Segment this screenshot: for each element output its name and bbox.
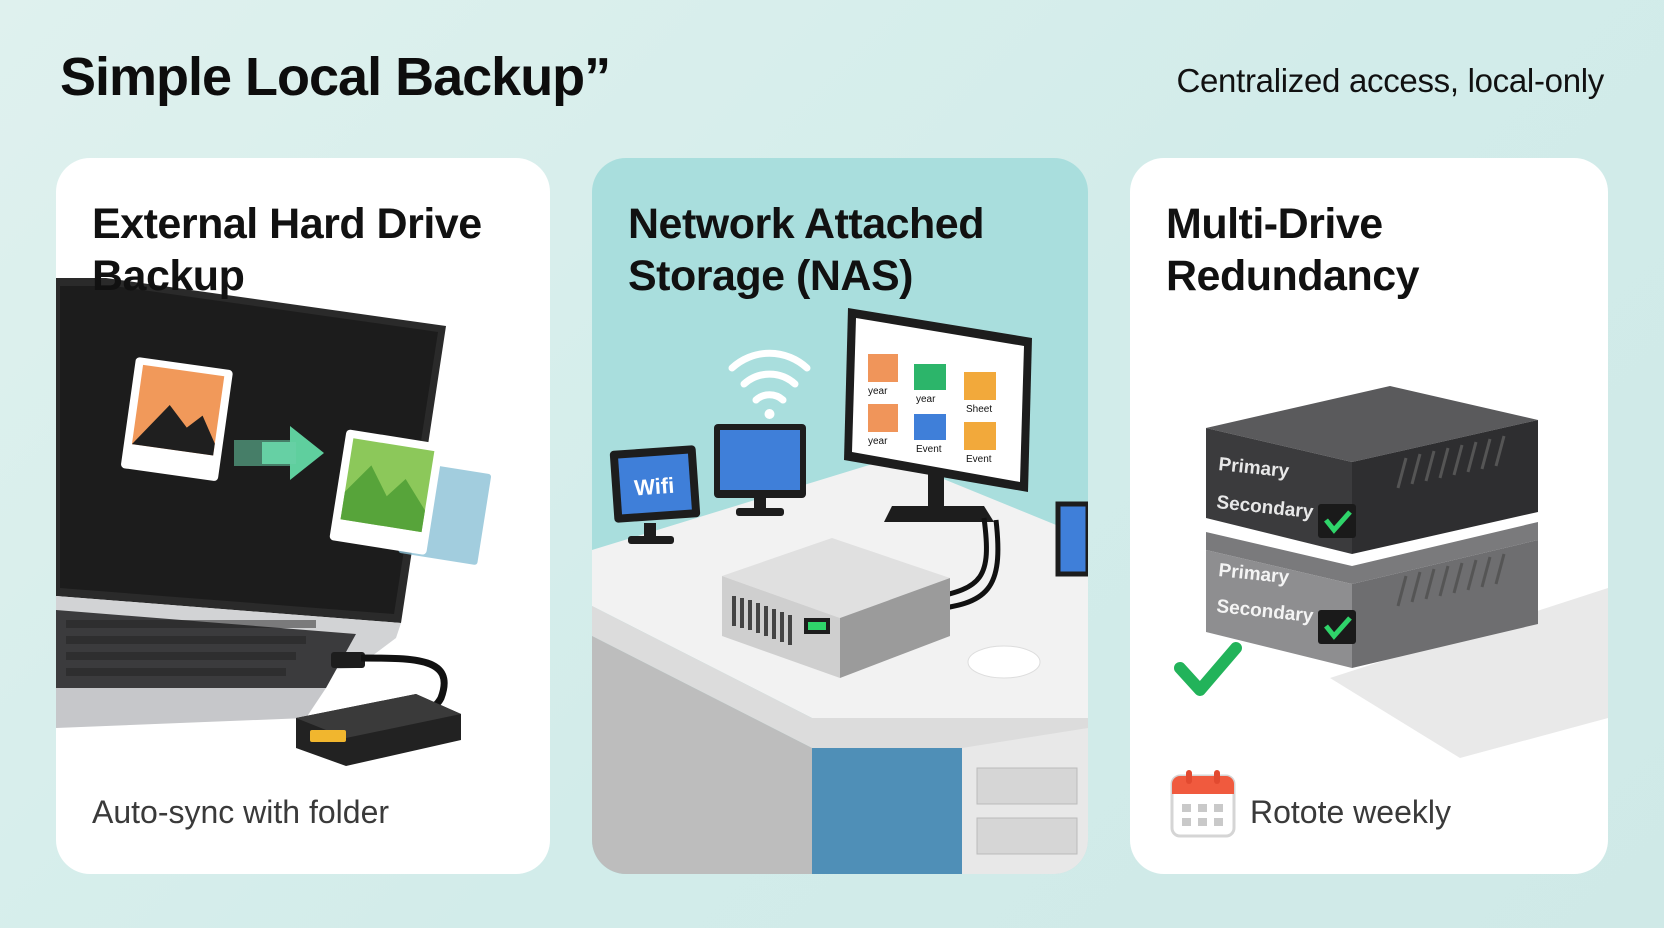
calendar-icon — [1170, 770, 1236, 838]
page-title: Simple Local Backup” — [60, 47, 611, 107]
folder-label: year — [916, 394, 936, 405]
transfer-arrow-icon — [234, 426, 324, 480]
page-subtitle: Centralized access, local-only — [1176, 62, 1604, 99]
nas-desk-illustration: Wifi year year — [592, 308, 1088, 874]
stacked-drives-illustration: Primary Secondary Primary Secondary — [1174, 386, 1608, 758]
card-external-hard-drive: External Hard Drive Backup — [56, 158, 550, 874]
monitor-label: Wifi — [633, 473, 675, 501]
card-nas: Network Attached Storage (NAS) Wifi — [592, 158, 1088, 874]
folder-label: Event — [966, 454, 992, 465]
monitor-medium-icon — [714, 424, 806, 516]
photo-green-icon — [329, 429, 492, 565]
monitor-small-icon: Wifi — [609, 445, 701, 544]
drive-unit-top: Primary Secondary — [1206, 386, 1538, 554]
folder-icons — [868, 354, 996, 450]
nas-device-icon — [722, 538, 950, 678]
wifi-icon — [728, 349, 811, 419]
card-multi-drive: Multi-Drive Redundancy Primary Secondary — [1130, 158, 1608, 874]
card-title: Multi-Drive Redundancy — [1166, 200, 1420, 300]
external-drive-icon — [296, 652, 461, 766]
checkmark-icon — [1174, 642, 1242, 696]
folder-label: Event — [916, 444, 942, 455]
drive-unit-bottom: Primary Secondary — [1206, 522, 1538, 668]
card-title: External Hard Drive Backup — [92, 200, 482, 300]
folder-label: year — [868, 386, 888, 397]
card-title: Network Attached Storage (NAS) — [628, 200, 984, 300]
card-caption: Auto-sync with folder — [92, 794, 390, 830]
photo-orange-icon — [121, 357, 233, 481]
folder-label: Sheet — [966, 404, 992, 415]
laptop-backup-illustration — [56, 278, 492, 766]
folder-label: year — [868, 436, 888, 447]
monitor-file-browser-icon: year year Sheet year Event Event — [844, 308, 1032, 522]
card-caption: Rotote weekly — [1250, 794, 1451, 830]
